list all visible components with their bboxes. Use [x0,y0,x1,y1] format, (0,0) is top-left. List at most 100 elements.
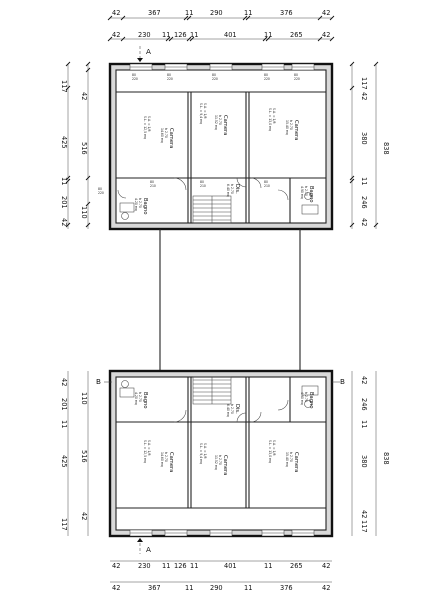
svg-text:h 2.70: h 2.70 [289,452,293,462]
room-camera-3: Camera h 2.70 15.40 mq S.A. = 1/8 S.L. =… [268,108,299,140]
lower-plan-labels: Camera h 2.70 14.60 mq S.A. = 1/8 S.L. =… [60,376,390,592]
dim-top-b-9: 42 [322,31,330,39]
dim-top-b-2: 230 [138,31,151,39]
svg-text:425: 425 [60,455,68,468]
svg-text:210: 210 [200,184,206,188]
dim-top-b-1: 42 [112,31,120,39]
svg-text:h 2.70: h 2.70 [164,452,168,462]
svg-text:Camera: Camera [168,128,174,148]
right-dimensions-top: 117 42 380 11 246 42 838 [349,61,390,229]
dim-right-1: 117 [360,77,368,90]
svg-text:S.L. = 9,4 mq: S.L. = 9,4 mq [199,443,203,464]
svg-text:11: 11 [360,420,368,428]
svg-text:367: 367 [148,584,161,592]
dim-top-b-7: 11 [264,31,272,39]
room-camera-3-b: Camera h 2.70 15.40 mq S.A. = 1/8 S.L. =… [268,440,299,472]
svg-text:h 2.70: h 2.70 [230,184,234,194]
room-bagno-2-b: Bagno h 2.70 4.90 mq [300,392,314,409]
dim-overall-bottom: 838 [382,452,390,465]
dim-left-2: 42 [80,92,88,100]
svg-text:S.L. = 13,0 mq: S.L. = 13,0 mq [268,108,272,131]
svg-text:80: 80 [132,73,136,77]
top-windows: 80 220 80 220 80 220 80 220 80 220 [129,63,315,81]
svg-text:h 2.70: h 2.70 [218,455,222,465]
svg-text:11: 11 [60,420,68,428]
svg-text:220: 220 [212,77,218,81]
svg-text:15.40 mq: 15.40 mq [285,120,289,135]
svg-text:h 2.70: h 2.70 [230,404,234,414]
room-camera-1-b: Camera h 2.70 14.60 mq S.A. = 1/8 S.L. =… [143,440,174,472]
svg-text:42: 42 [112,562,120,570]
svg-text:S.A. = 1/8: S.A. = 1/8 [203,103,207,119]
svg-text:Camera: Camera [222,455,228,475]
svg-text:80: 80 [264,180,268,184]
svg-text:S.L. = 12,5 mq: S.L. = 12,5 mq [143,440,147,463]
room-bagno-1: Bagno h 2.70 4.20 mq [134,198,148,215]
dim-top-b-8: 265 [290,31,303,39]
connecting-gap [159,229,301,370]
svg-text:14.60 mq: 14.60 mq [160,128,164,143]
svg-text:h 2.70: h 2.70 [304,392,308,402]
svg-text:376: 376 [280,584,293,592]
dim-top-b-4: 126 [174,31,187,39]
svg-text:S.A. = 1/8: S.A. = 1/8 [272,440,276,456]
svg-text:80: 80 [200,180,204,184]
dim-top-a-5: 11 [244,9,252,17]
svg-text:42: 42 [322,562,330,570]
svg-text:S.A. = 1/8: S.A. = 1/8 [272,108,276,124]
dim-overall-top: 838 [382,142,390,155]
svg-text:h 2.70: h 2.70 [218,115,222,125]
svg-text:Dis.: Dis. [234,184,240,194]
svg-text:117: 117 [60,518,68,531]
svg-text:h 2.70: h 2.70 [138,392,142,402]
svg-text:401: 401 [224,562,237,570]
svg-text:220: 220 [98,191,104,195]
section-marker-a-top: A [137,46,151,62]
staircase-top [192,195,232,224]
dim-top-a-2: 367 [148,9,161,17]
svg-text:516: 516 [80,450,88,463]
svg-text:42: 42 [322,584,330,592]
left-dimensions-top: 117 42 516 425 11 201 110 42 [60,61,91,229]
svg-text:80: 80 [98,187,102,191]
svg-text:4.90 mq: 4.90 mq [300,186,304,199]
svg-text:Dis.: Dis. [234,404,240,414]
svg-text:4.20 mq: 4.20 mq [134,198,138,211]
svg-text:42: 42 [60,378,68,386]
svg-text:h 2.70: h 2.70 [304,186,308,196]
dim-right-6: 42 [360,218,368,226]
svg-text:220: 220 [132,77,138,81]
svg-text:S.A. = 1/8: S.A. = 1/8 [147,116,151,132]
svg-text:14.60 mq: 14.60 mq [160,452,164,467]
dim-right-3: 380 [360,132,368,145]
dim-top-a-1: 42 [112,9,120,17]
svg-text:11: 11 [244,584,252,592]
svg-text:210: 210 [264,184,270,188]
room-camera-2-b: Camera h 2.70 11.52 mq S.A. = 1/8 S.L. =… [199,443,228,475]
room-bagno-1-b: Bagno h 2.70 4.20 mq [134,392,148,409]
dim-left-1: 117 [60,80,68,93]
svg-text:80: 80 [150,180,154,184]
dim-left-8: 42 [60,218,68,226]
svg-text:11.52 mq: 11.52 mq [214,115,218,130]
svg-text:117: 117 [360,520,368,533]
svg-text:11: 11 [185,584,193,592]
dim-top-a-3: 11 [185,9,193,17]
dim-top-a-6: 376 [280,9,293,17]
svg-text:80: 80 [264,73,268,77]
dim-left-6: 201 [60,196,68,209]
dim-left-7: 110 [80,206,88,219]
dim-top-b-6: 401 [224,31,237,39]
room-bagno-2: Bagno h 2.70 4.90 mq [300,186,314,203]
dim-top-a-4: 290 [210,9,223,17]
dim-top-b-5: 11 [190,31,198,39]
svg-text:Bagno: Bagno [308,392,314,409]
svg-text:6.40 mq: 6.40 mq [226,184,230,197]
room-dis: Dis. h 2.70 6.40 mq [226,184,240,197]
svg-text:S.A. = 1/8: S.A. = 1/8 [147,440,151,456]
svg-text:h 2.70: h 2.70 [164,128,168,138]
svg-text:220: 220 [264,77,270,81]
svg-text:265: 265 [290,562,303,570]
svg-text:4.90 mq: 4.90 mq [300,392,304,405]
svg-text:S.L. = 9,4 mq: S.L. = 9,4 mq [199,103,203,124]
